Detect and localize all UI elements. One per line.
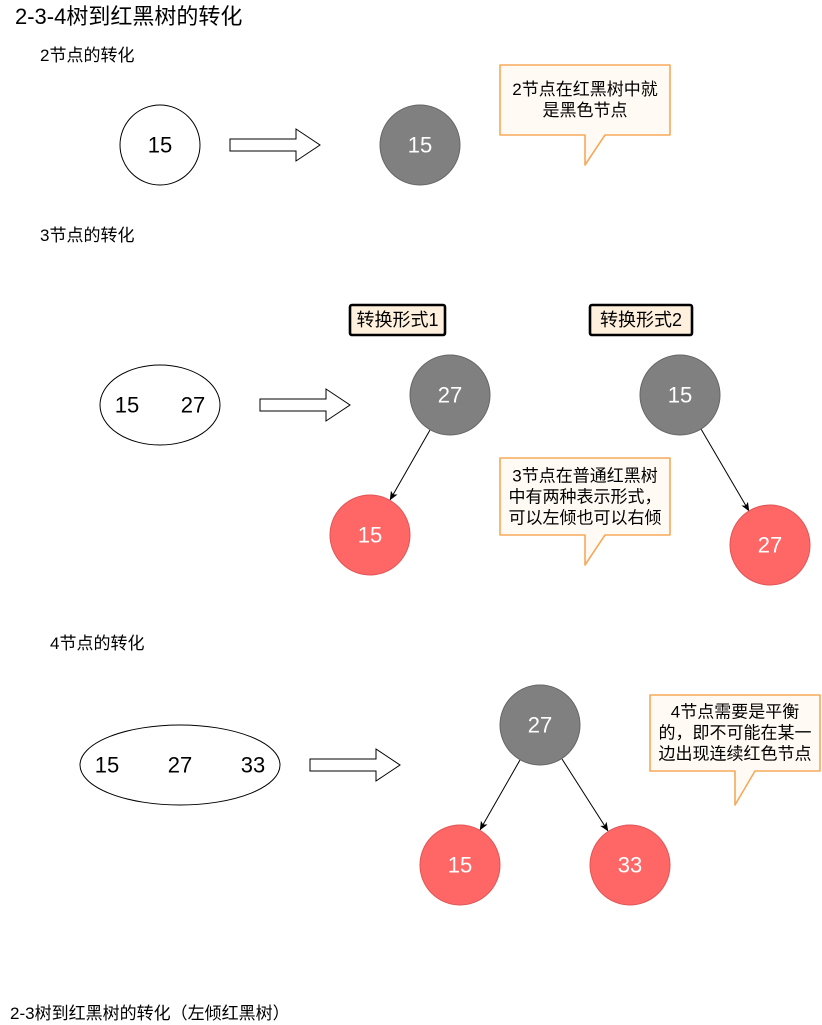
note-three-node-line: 可以左倾也可以右倾 xyxy=(509,509,662,528)
four-node-black-circle xyxy=(499,684,581,766)
four-node-source-ellipse xyxy=(79,724,281,806)
heading-three-node: 3节点的转化 xyxy=(40,226,134,245)
note-three-node-callout xyxy=(499,457,671,566)
two-node-source: 15 xyxy=(119,104,201,186)
form2-red-key: 27 xyxy=(758,533,782,558)
four-node-black-key: 27 xyxy=(528,713,552,738)
footer-heading: 2-3树到红黑树的转化（左倾红黑树） xyxy=(10,1004,290,1023)
four-node-source: 15 27 33 xyxy=(79,724,281,806)
four-node-tree: 27 15 33 xyxy=(419,684,671,906)
form2-black-key: 15 xyxy=(668,383,692,408)
form1-black-key: 27 xyxy=(438,383,462,408)
conversion-arrow-two-node xyxy=(229,128,321,162)
note-four-node: 4节点需要是平衡 的，即不可能在某一 边出现连续红色节点 xyxy=(649,694,821,806)
four-node-source-key: 27 xyxy=(168,753,192,778)
note-four-node-callout xyxy=(649,694,821,806)
three-node-source-key: 15 xyxy=(115,393,139,418)
two-node-black-circle xyxy=(379,104,461,186)
section-three-node: 3节点的转化 转换形式1 转换形式2 15 27 27 15 15 xyxy=(40,226,811,586)
form1-label: 转换形式1 xyxy=(348,303,447,337)
three-node-source-key: 27 xyxy=(181,393,205,418)
form1-red-circle xyxy=(329,494,411,576)
form1-black-circle xyxy=(409,354,491,436)
note-three-node-line: 3节点在普通红黑树 xyxy=(512,467,657,486)
page-title: 2-3-4树到红黑树的转化 xyxy=(15,4,242,29)
note-four-node-line: 4节点需要是平衡 xyxy=(671,703,799,722)
three-node-source-ellipse xyxy=(99,364,221,446)
section-two-node: 2节点的转化 15 15 2节点在红黑树中就 是黑色节点 xyxy=(40,46,671,186)
four-node-red-left-key: 15 xyxy=(448,853,472,878)
four-node-red-right-circle xyxy=(589,824,671,906)
form1-tree: 27 15 xyxy=(329,354,491,576)
form1-label-text: 转换形式1 xyxy=(356,310,438,330)
form2-label-box xyxy=(588,303,694,337)
conversion-arrow-four-node xyxy=(309,748,401,782)
note-four-node-line: 的，即不可能在某一 xyxy=(659,724,812,743)
conversion-arrow-three-node xyxy=(259,388,351,422)
section-four-node: 4节点的转化 15 27 33 27 15 33 4节点需要是平衡 的，即不可能… xyxy=(50,634,821,906)
note-two-node: 2节点在红黑树中就 是黑色节点 xyxy=(499,64,671,166)
four-node-right-edge xyxy=(561,758,609,832)
form1-label-box xyxy=(348,303,447,337)
four-node-source-key: 33 xyxy=(241,753,265,778)
form2-edge xyxy=(700,428,750,512)
form1-red-key: 15 xyxy=(358,523,382,548)
form2-black-circle xyxy=(639,354,721,436)
form2-tree: 15 27 xyxy=(639,354,811,586)
heading-four-node: 4节点的转化 xyxy=(50,634,144,653)
form2-label: 转换形式2 xyxy=(588,303,694,337)
four-node-source-key: 15 xyxy=(95,753,119,778)
note-three-node-line: 中有两种表示形式， xyxy=(509,488,662,507)
four-node-red-left-circle xyxy=(419,824,501,906)
form2-label-text: 转换形式2 xyxy=(600,310,682,330)
note-four-node-line: 边出现连续红色节点 xyxy=(659,745,812,764)
note-three-node: 3节点在普通红黑树 中有两种表示形式， 可以左倾也可以右倾 xyxy=(499,457,671,566)
three-node-source: 15 27 xyxy=(99,364,221,446)
note-two-node-line: 是黑色节点 xyxy=(543,101,628,120)
two-node-black-key: 15 xyxy=(408,133,432,158)
heading-two-node: 2节点的转化 xyxy=(40,46,134,65)
four-node-left-edge xyxy=(479,759,521,831)
note-two-node-line: 2节点在红黑树中就 xyxy=(512,80,657,99)
note-two-node-callout xyxy=(499,64,671,166)
form1-edge xyxy=(389,429,431,501)
four-node-red-right-key: 33 xyxy=(618,853,642,878)
two-node-black-node: 15 xyxy=(379,104,461,186)
form2-red-circle xyxy=(729,504,811,586)
two-node-source-key: 15 xyxy=(148,133,172,158)
two-node-source-circle xyxy=(119,104,201,186)
